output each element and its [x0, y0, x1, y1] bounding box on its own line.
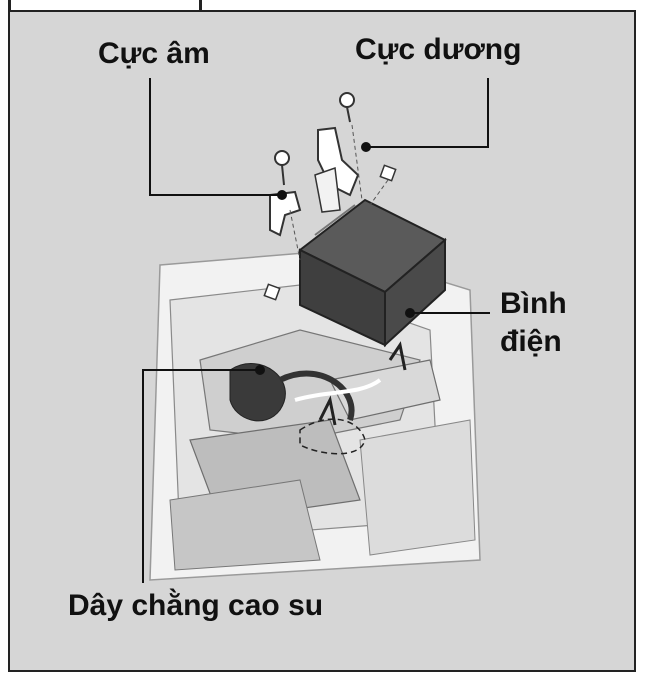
leader-positive — [366, 78, 489, 148]
negative-terminal-cover — [263, 150, 302, 301]
leader-negative — [149, 78, 282, 196]
rubber-strap-label: Dây chằng cao su — [68, 589, 324, 622]
battery-label-line1: Bình — [500, 287, 567, 320]
battery — [298, 198, 447, 348]
leader-strap — [142, 369, 260, 583]
leader-lines — [142, 78, 490, 583]
chassis-illustration — [149, 249, 481, 581]
negative-terminal-label: Cực âm — [98, 37, 210, 70]
positive-terminal-label: Cực dương — [355, 33, 522, 66]
battery-label-line2: điện — [500, 325, 562, 358]
positive-terminal-cover — [314, 92, 397, 213]
